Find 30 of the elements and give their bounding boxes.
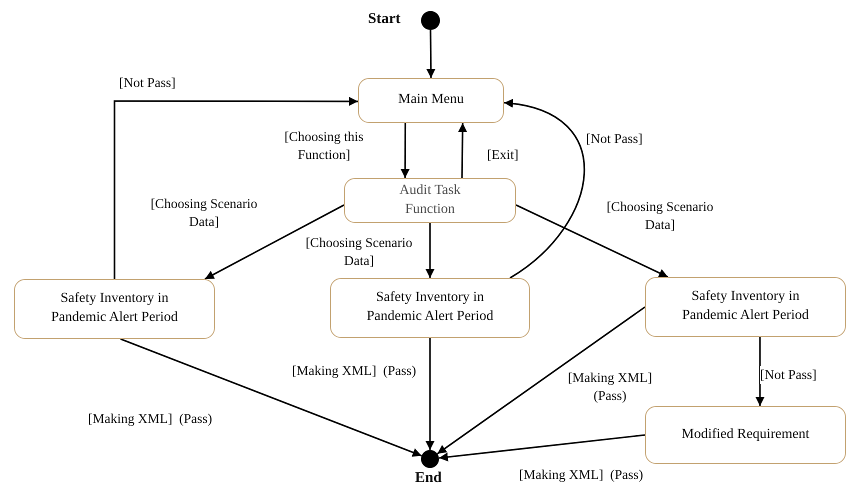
state-box [645, 277, 846, 337]
transition-arrow [426, 223, 434, 278]
transition-arrow [114, 96, 358, 279]
state-box [645, 406, 846, 464]
initial-state [421, 11, 440, 30]
state-box [330, 278, 530, 338]
transition-arrow [755, 337, 764, 406]
state-name: Safety Inventory in Pandemic Alert Period [50, 290, 179, 327]
transition-arrow [400, 123, 410, 178]
state-box [358, 78, 504, 123]
transition-arrow [426, 338, 434, 450]
transition-arrow [438, 434, 646, 462]
state-caption: Start [368, 11, 400, 28]
state-name: Safety Inventory in Pandemic Alert Period [366, 289, 494, 326]
state-box [14, 279, 215, 339]
state-box [344, 178, 516, 223]
transition-arrow [516, 204, 668, 278]
transition-arrow [436, 306, 646, 454]
state-name: Audit Task Function [398, 182, 462, 218]
state-name: Safety Inventory in Pandemic Alert Period [681, 288, 810, 325]
transition-arrow [458, 123, 468, 178]
transition-arrow [204, 204, 344, 280]
state-name: Main Menu [397, 91, 465, 110]
final-state [421, 450, 439, 468]
transition-arrow [120, 338, 422, 457]
transition-arrow [504, 100, 586, 279]
state-name: Modified Requirement [680, 426, 810, 444]
edge-label: [Not Pass] [760, 366, 817, 384]
transition-arrow [426, 30, 436, 78]
state-caption: End [415, 470, 442, 487]
